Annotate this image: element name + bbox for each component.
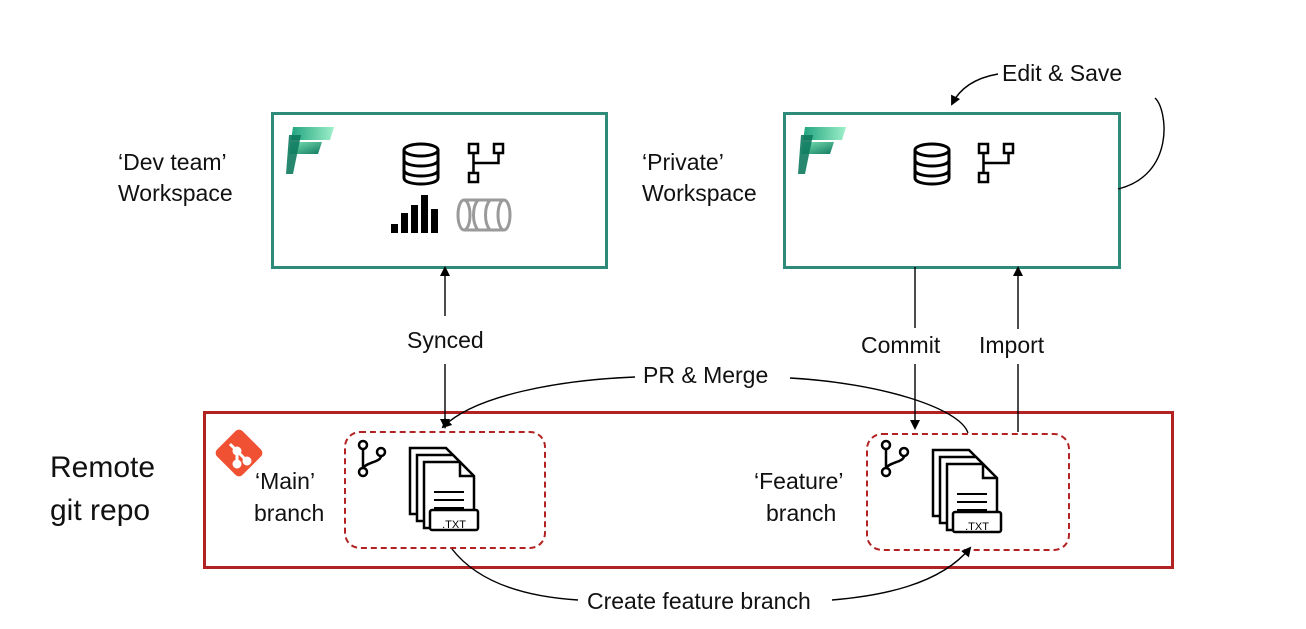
fabric-logo-icon — [286, 127, 334, 174]
edge-label-create-feature-branch: Create feature branch — [587, 588, 811, 614]
txt-files-icon — [408, 446, 480, 532]
private-workspace-label-line2: Workspace — [642, 180, 757, 206]
dev-team-workspace-label-line2: Workspace — [118, 180, 233, 206]
edit-save-connector — [1117, 97, 1165, 190]
dataflow-icon — [456, 198, 512, 232]
private-workspace-box — [783, 112, 1121, 269]
pipeline-icon — [467, 142, 505, 184]
remote-repo-label-line2: git repo — [50, 494, 151, 527]
edge-label-import: Import — [979, 332, 1045, 358]
edge-label-edit-save: Edit & Save — [1002, 60, 1123, 86]
main-branch-label-line2: branch — [254, 500, 325, 526]
git-branch-icon — [357, 439, 387, 478]
edit-save-arrow — [951, 73, 999, 106]
txt-files-icon — [931, 448, 1003, 534]
create-branch-arrow — [831, 546, 972, 601]
main-branch-box — [344, 431, 546, 549]
edge-label-commit: Commit — [861, 332, 941, 358]
feature-file-tag: .TXT — [965, 521, 989, 533]
feature-branch-label-line2: branch — [766, 500, 837, 526]
feature-branch-label-line1: ‘Feature’ — [754, 468, 844, 494]
main-branch-label-line1: ‘Main’ — [255, 468, 316, 494]
pipeline-icon — [977, 142, 1015, 184]
report-bar-chart-icon — [391, 195, 438, 233]
private-workspace-label-line1: ‘Private’ — [642, 149, 724, 175]
edge-label-pr-merge: PR & Merge — [643, 362, 769, 388]
edge-label-synced: Synced — [407, 327, 484, 353]
git-branch-icon — [880, 439, 910, 478]
database-icon — [402, 142, 440, 186]
remote-repo-label-line1: Remote — [50, 451, 156, 484]
dev-team-workspace-label-line1: ‘Dev team’ — [118, 149, 227, 175]
fabric-logo-icon — [798, 127, 846, 174]
remote-git-repo-box — [203, 411, 1174, 569]
pr-merge-connector — [789, 377, 969, 434]
main-file-tag: .TXT — [442, 519, 466, 531]
database-icon — [913, 142, 951, 186]
pr-merge-arrow — [441, 376, 636, 429]
dev-team-workspace-box — [271, 112, 608, 269]
create-branch-connector — [451, 548, 579, 601]
